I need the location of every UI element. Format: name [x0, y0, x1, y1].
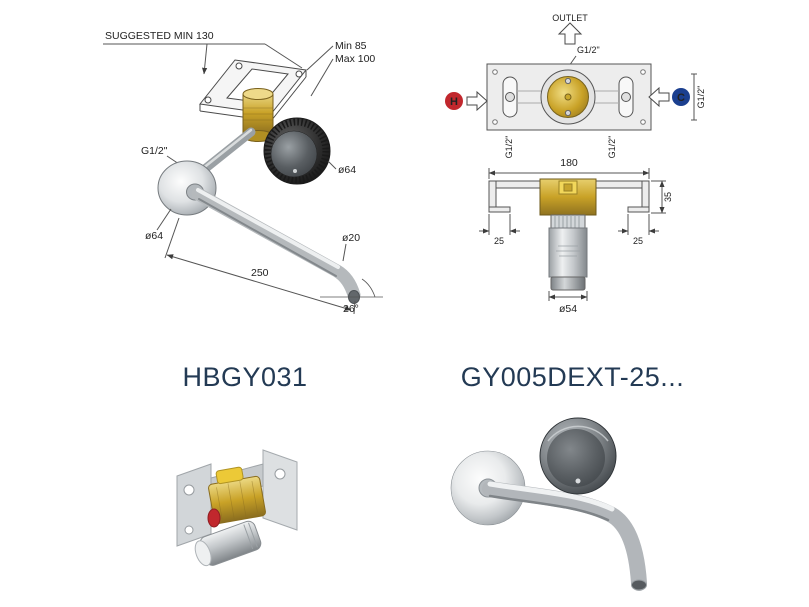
width-label: 180: [560, 157, 578, 169]
valve-brass-body: [208, 466, 266, 525]
spout-length-label: 250: [251, 267, 269, 279]
builtin-plate: [486, 63, 652, 131]
dim-width-180: 180: [488, 157, 650, 179]
outlet-thread-label: G1/2": [577, 45, 600, 55]
thread-label: G1/2": [141, 145, 168, 157]
spout-angle-label: 26°: [343, 303, 359, 315]
bottom-right-thread-label: G1/2": [607, 136, 617, 159]
suggested-min-label: SUGGESTED MIN 130: [105, 30, 214, 42]
dim-handle-diameter: ø64: [327, 160, 356, 176]
hot-label: H: [450, 96, 458, 108]
handle-diameter-label: ø64: [338, 164, 356, 176]
dim-left-25: 25: [479, 214, 520, 246]
cartridge: [548, 214, 588, 291]
valve-red-seal: [207, 508, 221, 528]
photo-concealed-valve: [176, 449, 298, 567]
left-offset-label: 25: [494, 236, 504, 246]
dim-flange-diameter: ø64: [145, 208, 172, 242]
dim-right-25: 25: [618, 214, 659, 246]
cold-arrow-icon: [648, 86, 670, 108]
dim-suggested-min: SUGGESTED MIN 130: [103, 30, 303, 75]
cold-inlet-marker: C G1/2": [648, 73, 706, 121]
hot-arrow-icon: [466, 90, 488, 112]
height-label: 35: [663, 192, 673, 202]
spout-diameter-label: ø20: [342, 232, 360, 244]
dim-min-max: Min 85 Max 100: [306, 40, 375, 97]
photo-spout-and-handle: [450, 417, 647, 591]
flange-diameter-label: ø64: [145, 230, 163, 242]
dim-spout-diameter: ø20: [342, 232, 360, 262]
cold-thread-label: G1/2": [696, 86, 706, 109]
dim-height-35: 35: [651, 180, 673, 214]
dim-spout-angle: 26°: [320, 278, 383, 315]
cold-badge: [672, 88, 690, 106]
wall-flange: [157, 160, 217, 216]
cold-label: C: [677, 92, 685, 104]
max-label: Max 100: [335, 53, 375, 65]
right-offset-label: 25: [633, 236, 643, 246]
outlet-label: OUTLET: [552, 13, 588, 23]
spout: [191, 187, 361, 304]
bracket-front-view: [488, 178, 650, 216]
handle-photo: [539, 417, 617, 495]
faucet-technical-drawing: SUGGESTED MIN 130 Min 85 Max 100: [103, 30, 383, 315]
product-code-builtin: GY005DEXT-25...: [460, 362, 685, 392]
hot-badge: [445, 92, 463, 110]
builtin-part-technical-drawing: OUTLET G1/2" H: [445, 13, 706, 315]
cartridge-diameter-label: ø54: [559, 303, 577, 315]
dim-spout-length: 250: [164, 217, 356, 315]
product-code-faucet: HBGY031: [182, 362, 308, 392]
handle-knob: [263, 117, 331, 185]
outlet-note: OUTLET G1/2": [552, 13, 600, 67]
hot-inlet-marker: H: [445, 90, 488, 112]
bottom-left-thread-label: G1/2": [504, 136, 514, 159]
outlet-arrow-icon: [557, 22, 583, 45]
valve-cartridge-cylinder: [194, 520, 262, 567]
dim-cartridge-diameter: ø54: [548, 291, 588, 315]
min-label: Min 85: [335, 40, 367, 52]
spout-photo: [450, 450, 647, 591]
